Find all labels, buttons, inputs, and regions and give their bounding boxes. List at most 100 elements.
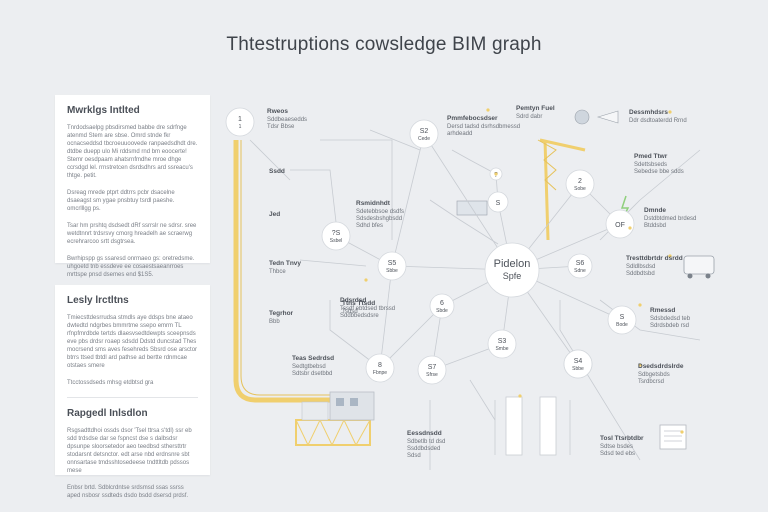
accent-dot [628,226,632,230]
graph-nodes: PidelonSpfe11S2Cede?SSsbelS5Sbbe6Sbde8Fb… [225,107,684,434]
sensor-icon [574,109,619,125]
graph-label-line: arhdeadd [447,131,472,137]
graph-label-line: Sdtse bsdes [600,444,633,450]
graph-node[interactable] [429,293,455,319]
graph-label-title: Tosl Ttsrbtdbr [600,435,644,442]
accent-dot [364,278,368,282]
graph-node[interactable] [321,221,351,251]
graph-label-line: Thbce [269,269,286,275]
panel-paragraph: Tmiecsttdesrrudsa stmdls aye ddsps bne a… [67,315,198,369]
accent-dot [680,430,684,434]
graph-node-label: OF [615,222,625,229]
graph-label-line: Sebedse bbe sdds [634,169,684,175]
graph-node-label: S3 [498,338,507,345]
graph-connector [290,169,337,223]
graph-connector [369,129,421,151]
graph-label-line: Btddsbd [644,223,666,229]
graph-label-title: Dessmhdsrs [629,109,668,116]
graph-node[interactable] [225,107,255,137]
graph-label-line: Ssddbdsded [407,446,440,452]
graph-connector [329,300,381,369]
graph-label-line: Sdrd dabr [516,114,542,120]
panel-divider [67,397,198,398]
accent-dot [518,394,522,398]
graph-node-label: Smbe [495,346,508,352]
graph-label-title: Tegrhor [269,310,294,317]
truck-icon [683,255,715,279]
graph-node[interactable] [487,191,509,213]
graph-node-label: Sbde [436,308,448,314]
graph-connector [451,149,497,175]
graph-label-title: Ttns Ttsdd [342,300,375,307]
graph-node-label: 6 [440,300,444,307]
graph-node-label: Fbnpe [373,370,387,376]
graph-node[interactable] [605,209,635,239]
panel-paragraph: Tnrdodsaelpg pbsdirsmed babbe dre sdrfng… [67,125,198,179]
graph-node-label: 1 [239,124,242,130]
graph-node-label: Cede [418,136,430,142]
graph-label-line: Sddbeaesedds [267,117,307,123]
graph-node[interactable] [563,349,593,379]
graph-connector [299,259,367,267]
graph-node[interactable] [409,119,439,149]
accent-dot [638,363,642,367]
graph-node[interactable] [377,251,407,281]
panel-paragraph: Ttcctossdseds mhsg etdbtsd gra [67,380,154,386]
graph-node-label: Sobe [574,186,586,192]
graph-label-title: Tresttdbrtdr dsrdd [626,255,683,262]
graph-label-line: Sdsd ted ebs [600,451,635,457]
graph-label-line: Ddr dsdtoaterdd Rrnd [629,118,687,124]
graph-node[interactable] [567,253,593,279]
graph-node-label: S4 [574,358,583,365]
graph-label-line: Sedtgtbebsd [292,364,326,370]
graph-node[interactable] [487,329,517,359]
panel-paragraph: Rsgsadttdhoi ossds dsor 'Tsel ttrsa s'td… [67,428,192,474]
panel-paragraph: Enbsr brtd. Sdblcrdntse srdsmsd ssas ssr… [67,485,189,499]
graph-label-line: Sdettsbseds [634,162,667,168]
accent-dot [638,303,642,307]
graph-node-center[interactable] [484,242,540,298]
document-icon [659,424,687,450]
graph-connector [559,300,641,461]
graph-node-label: Sdne [574,268,586,274]
graph-label-line: Tsdsd [342,309,358,315]
graph-label-line: Tdsr Bbse [267,124,295,130]
accent-dot [486,108,490,112]
graph-node[interactable] [365,353,395,383]
graph-edge [379,265,393,369]
graph-connector [469,379,496,421]
graph-node-label: Ssbel [330,238,343,244]
graph-node-label: S2 [420,128,429,135]
graph-label-line: Tssdf ebtdsed tbrssd [340,306,395,312]
graph-label-title: Ddsrdsd [340,297,366,304]
graph-node[interactable] [417,355,447,385]
graph-label-line: Sdldlbsdsd [626,264,655,270]
graph-label-line: Bbb [269,319,280,325]
graph-node-label: Sbbe [386,268,398,274]
tower-crane-illustration [233,140,375,447]
graph-edge [379,305,443,369]
graph-label-line: Sdtsbr dsetbbd [292,371,332,377]
graph-node-label: Sfrse [426,372,438,378]
graph-connector [320,139,393,240]
graph-node[interactable] [565,169,595,199]
graph-node[interactable] [607,305,637,335]
graph-label-line: Sddbbedsdsre [340,313,379,319]
graph-label-title: Rweos [267,108,288,115]
building-towers-illustration [494,396,571,456]
graph-connector [429,199,499,245]
graph-node-label: 2 [578,178,582,185]
graph-node-label: S [620,314,625,321]
graph-node-label: Pidelon [494,258,531,270]
graph-label-title: Tedn Tnvy [269,260,301,267]
graph-label-line: Sdetebbsoe dsdfs [356,209,404,215]
graph-label-title: Teas Sedrdsd [292,355,334,362]
jib-crane-illustration [537,138,586,241]
graph-node-label: S5 [388,260,397,267]
graph-label-title: Rsmidnhdt [356,200,391,207]
graph-label-title: Rmessd [650,307,675,314]
graph-label-title: Dsedsdrdslrde [638,363,684,370]
panel-heading: Rapgedl Inlsdlon [67,408,148,419]
